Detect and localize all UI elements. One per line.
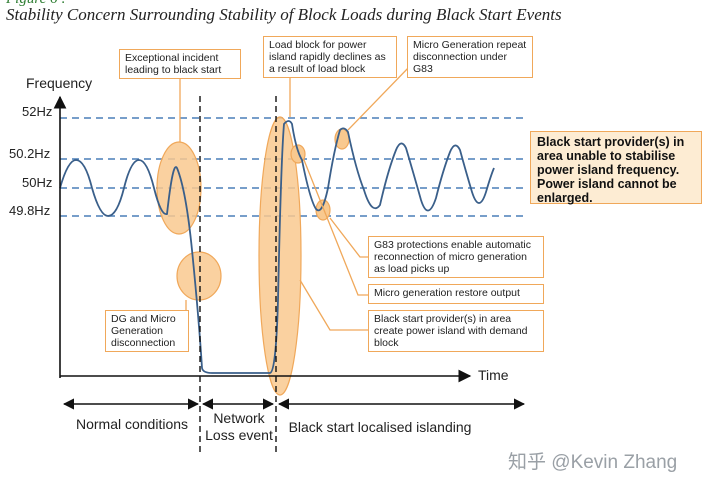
annotation-load-block: Load block for power island rapidly decl… [263, 36, 397, 78]
highlight-dg-disconnection [176, 251, 222, 301]
phase-black-start-islanding: Black start localised islanding [288, 419, 472, 435]
highlight-black-start [258, 116, 302, 396]
annotation-micro-repeat: Micro Generation repeat disconnection un… [407, 36, 533, 78]
watermark: 知乎 @Kevin Zhang [508, 452, 678, 473]
y-axis-label: Frequency [26, 75, 93, 91]
annotation-provider-island: Black start provider(s) in area create p… [368, 310, 544, 352]
connector-g83 [329, 217, 370, 258]
connector-restore [303, 159, 370, 296]
tick-49-8hz: 49.8Hz [9, 203, 51, 218]
annotation-g83-protections: G83 protections enable automatic reconne… [368, 236, 544, 278]
x-axis-label: Time [478, 367, 509, 383]
frequency-curve [59, 120, 495, 374]
phase-network-loss: Network Loss event [205, 410, 273, 443]
highlight-incident [156, 141, 202, 235]
annotation-dg-micro-disconnection: DG and Micro Generation disconnection [105, 310, 189, 352]
page-title: Stability Concern Surrounding Stability … [6, 5, 562, 24]
tick-50hz: 50Hz [22, 175, 53, 190]
tick-52hz: 52Hz [22, 104, 53, 119]
callout-unstable-island: Black start provider(s) in area unable t… [530, 131, 702, 205]
connector-provider [299, 279, 370, 331]
annotation-exceptional-incident: Exceptional incident leading to black st… [119, 49, 241, 79]
tick-50-2hz: 50.2Hz [9, 146, 51, 161]
connector-micro-repeat [347, 63, 413, 131]
phase-normal-conditions: Normal conditions [75, 416, 189, 432]
annotation-micro-restore: Micro generation restore output [368, 284, 544, 304]
figure-label: Figure 6 : [6, 0, 66, 8]
